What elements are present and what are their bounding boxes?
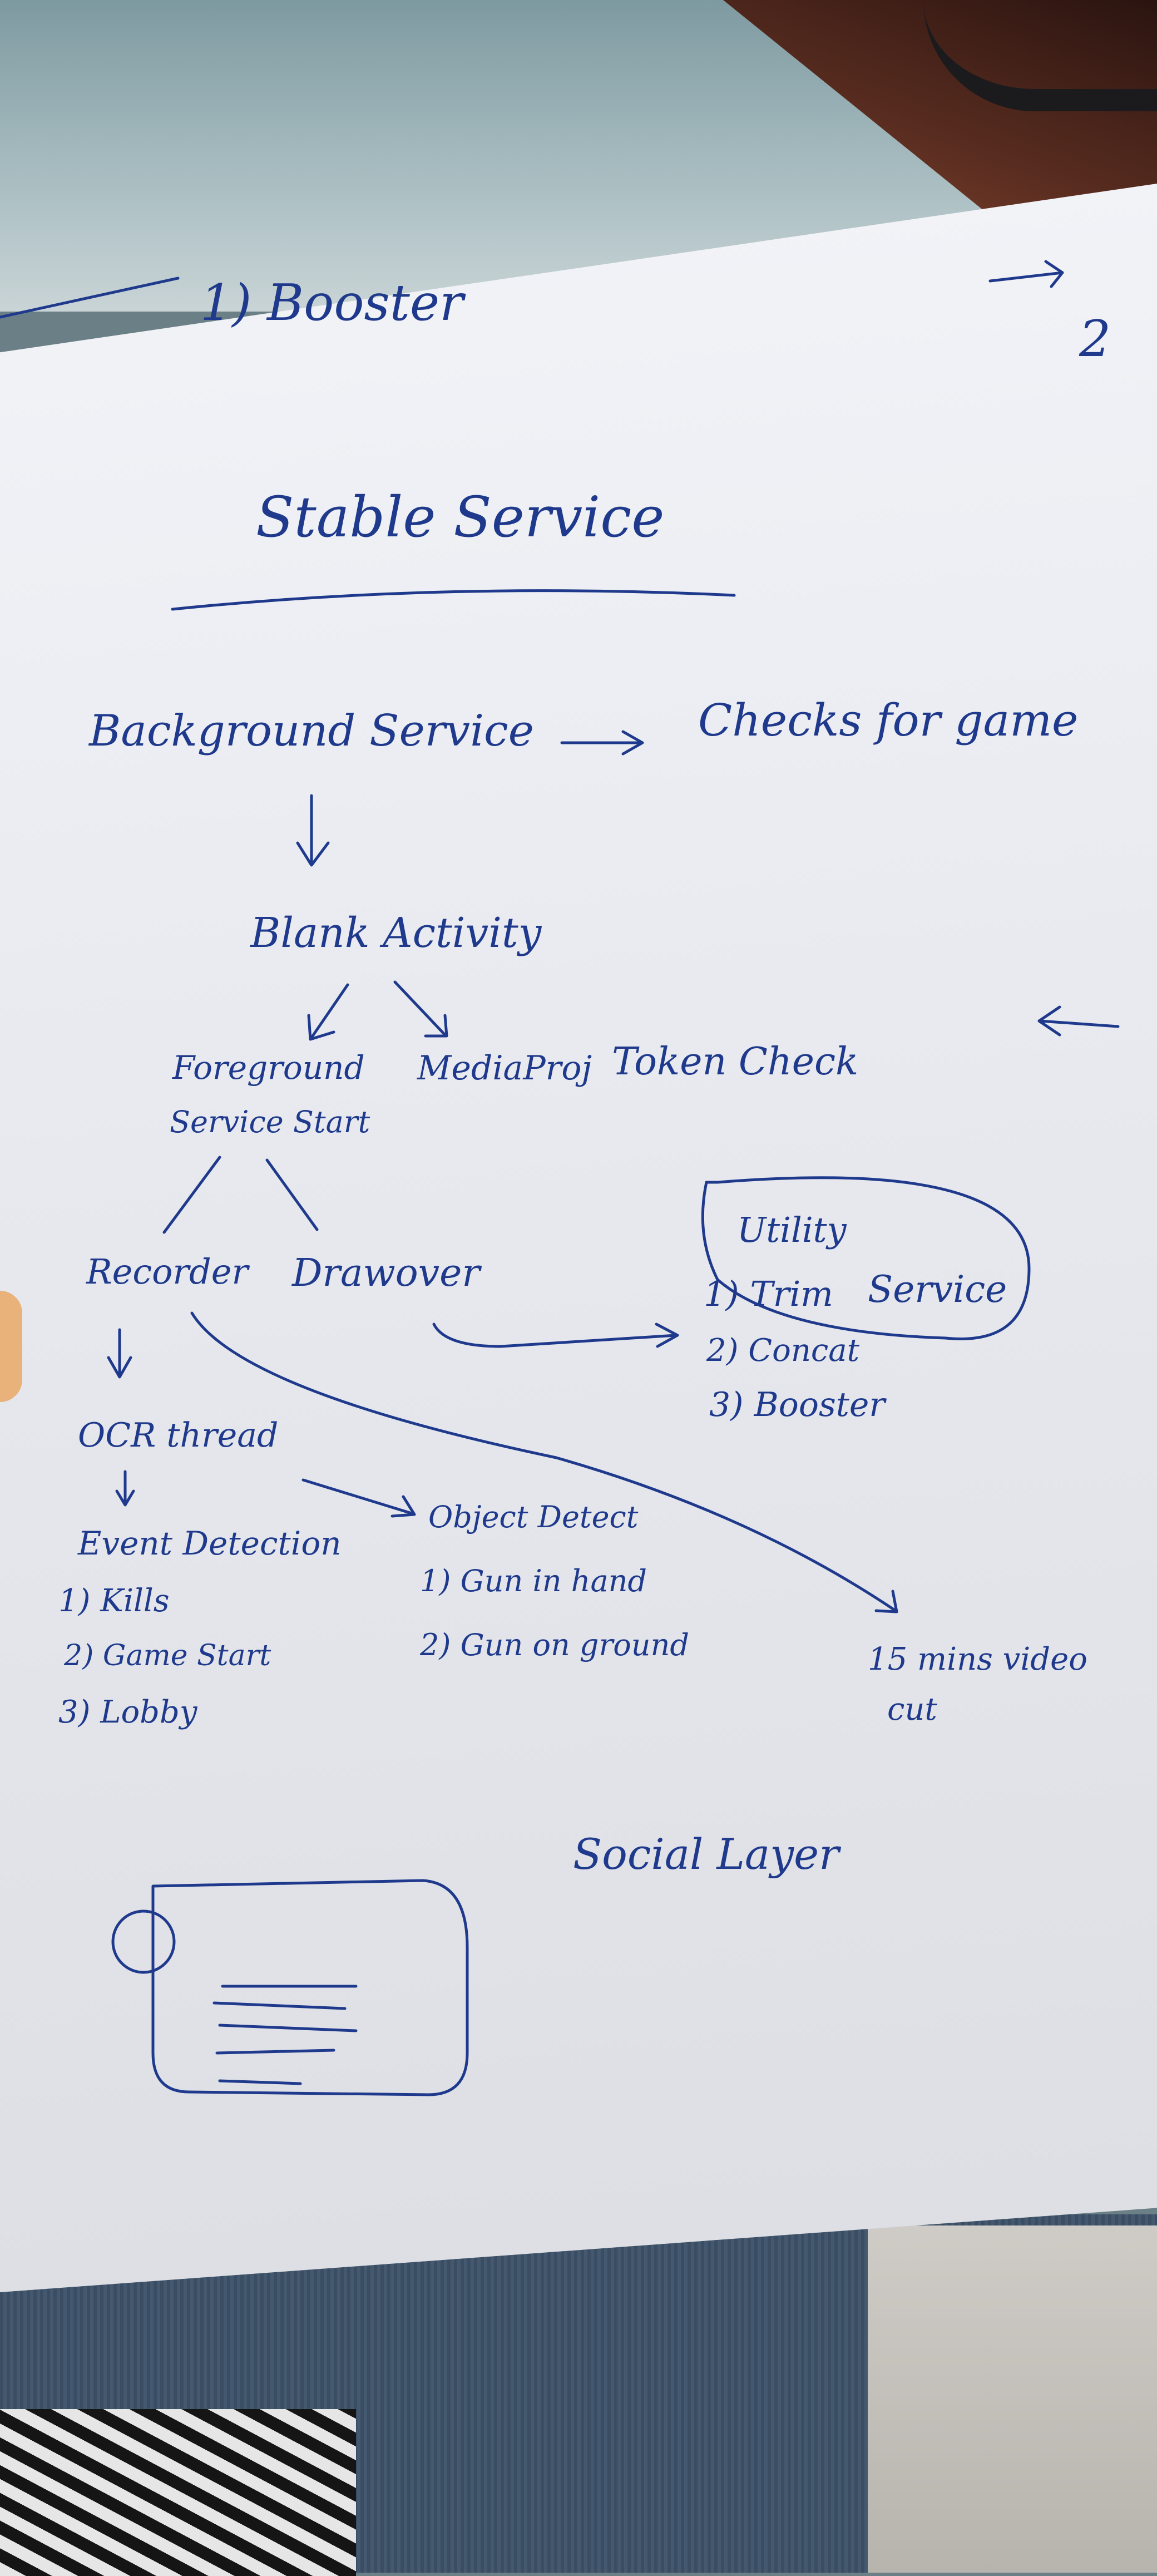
video-cut-label-line2: cut	[887, 1691, 937, 1728]
drawover-label: Drawover	[292, 1251, 480, 1295]
event-item-game-start: 2) Game Start	[64, 1639, 271, 1672]
arrow-ocr-to-object	[301, 1478, 416, 1518]
checks-for-game-label: Checks for game	[698, 694, 1079, 746]
top-right-arrow	[988, 260, 1064, 288]
token-check-label: Token Check	[612, 1040, 859, 1084]
title-underline	[171, 589, 736, 611]
social-layer-label: Social Layer	[573, 1829, 839, 1879]
arrow-blank-to-mediaproj	[393, 980, 448, 1038]
header-booster: Booster	[267, 274, 464, 332]
utility-loop	[701, 1176, 1031, 1340]
arrow-recorder-to-cut	[190, 1311, 898, 1613]
utility-service-label: Service	[868, 1268, 1007, 1311]
arrow-bg-to-blank	[296, 794, 330, 867]
background-service-label: Background Service	[89, 706, 534, 756]
event-item-kills: 1) Kills	[58, 1583, 170, 1619]
floor-background	[868, 2225, 1157, 2573]
page-title: Stable Service	[256, 485, 665, 550]
object-item-gun-on-ground: 2) Gun on ground	[420, 1627, 689, 1662]
line-foreground-to-recorder	[162, 1156, 221, 1234]
mediaproj-label: MediaProj	[417, 1049, 592, 1088]
margin-arrow-right	[1037, 1005, 1120, 1037]
utility-title: Utility	[737, 1210, 847, 1250]
ocr-thread-label: OCR thread	[78, 1416, 279, 1455]
arrow-ocr-to-event	[115, 1470, 135, 1507]
utility-item-trim: 1) Trim	[704, 1274, 833, 1314]
social-card-outline	[151, 1879, 469, 2096]
object-detect-label: Object Detect	[428, 1499, 639, 1534]
event-detection-label: Event Detection	[78, 1524, 342, 1562]
blank-activity-label: Blank Activity	[250, 909, 542, 957]
line-foreground-to-drawover	[265, 1158, 319, 1231]
top-left-stroke	[0, 277, 180, 319]
thumb	[0, 1291, 22, 1402]
utility-item-booster: 3) Booster	[709, 1385, 886, 1424]
arrow-recorder-to-ocr	[107, 1328, 132, 1379]
event-item-lobby: 3) Lobby	[58, 1694, 197, 1730]
video-cut-label-line1: 15 mins video	[868, 1641, 1087, 1677]
foreground-label-line1: Foreground	[172, 1049, 365, 1087]
recorder-label: Recorder	[86, 1251, 249, 1292]
notebook-page	[0, 184, 1157, 2292]
striped-cloth	[0, 2409, 356, 2576]
header-list-number: 1)	[200, 274, 252, 332]
object-item-gun-in-hand: 1) Gun in hand	[420, 1563, 647, 1598]
utility-item-concat: 2) Concat	[706, 1333, 860, 1369]
social-text-lines	[212, 1985, 358, 2085]
foreground-label-line2: Service Start	[170, 1104, 370, 1139]
arrow-bg-to-checks	[560, 730, 644, 756]
arrow-drawover-to-utility	[432, 1322, 679, 1348]
social-avatar-circle	[111, 1909, 176, 1974]
page-mark: 2	[1079, 310, 1111, 368]
arrow-blank-to-foreground	[307, 983, 349, 1041]
